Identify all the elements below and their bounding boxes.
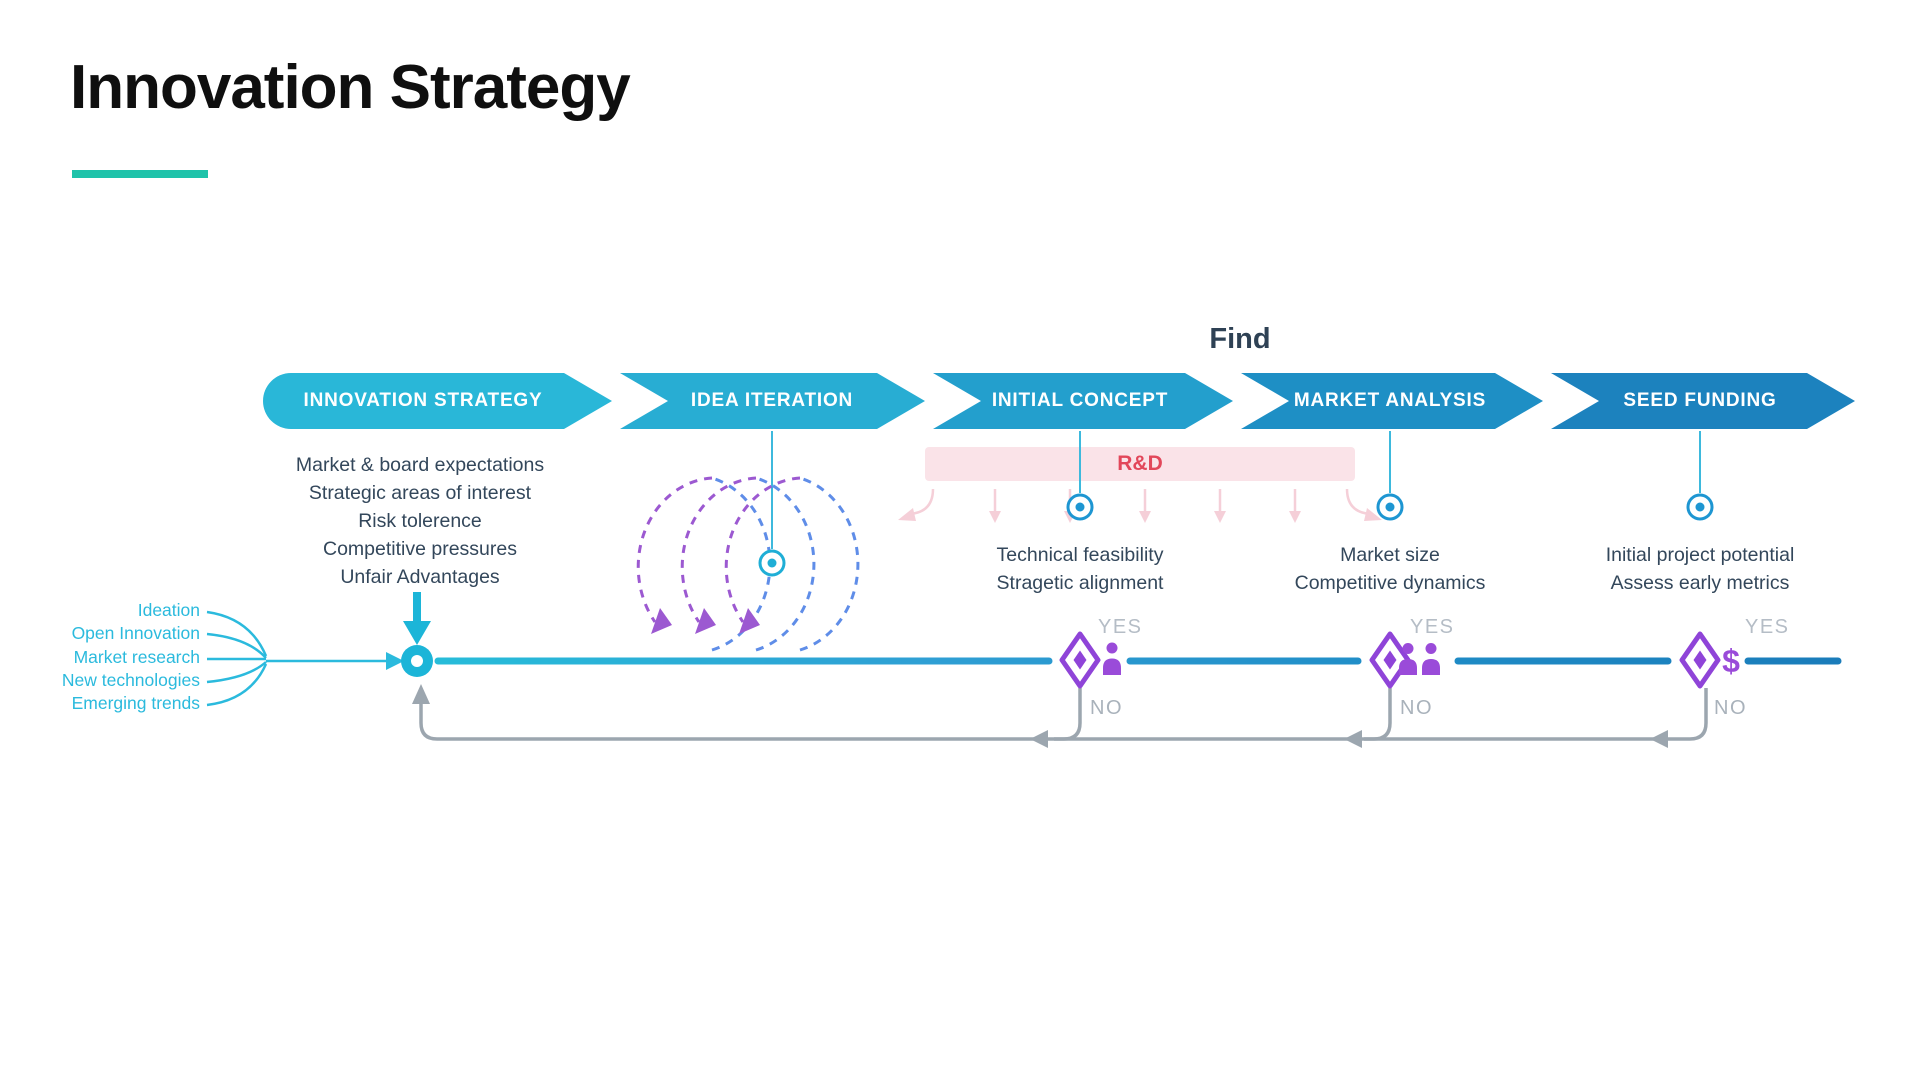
dollar-icon: $ [1722, 643, 1740, 679]
note-line: Competitive dynamics [1294, 572, 1486, 594]
stage-label-innovation-strategy: INNOVATION STRATEGY [303, 390, 543, 411]
rnd-label: R&D [1117, 452, 1163, 475]
stage-label-initial-concept: INITIAL CONCEPT [991, 390, 1169, 411]
note-line: Stragetic alignment [996, 572, 1164, 594]
stage-chevron-market-analysis [1241, 373, 1543, 429]
stage-chevron-initial-concept [933, 373, 1233, 429]
no-label-3: NO [1714, 697, 1747, 719]
consideration-line: Competitive pressures [323, 538, 517, 560]
input-label-new-technologies: New technologies [61, 670, 200, 690]
consideration-line: Unfair Advantages [340, 566, 500, 588]
stage-chevron-seed-funding [1551, 373, 1855, 429]
rnd-strip [925, 447, 1355, 481]
title-underline [72, 170, 208, 178]
stage-chevron-innovation-strategy [263, 373, 612, 429]
note-line: Market size [1340, 544, 1440, 566]
people-icon [1399, 643, 1440, 675]
iteration-loop-arrowheads [651, 608, 760, 634]
stage-label-idea-iteration: IDEA ITERATION [690, 390, 854, 411]
note-line: Technical feasibility [996, 544, 1164, 566]
considerations-down-arrow [403, 592, 431, 645]
note-line: Assess early metrics [1610, 572, 1790, 594]
consideration-line: Risk tolerence [358, 510, 482, 532]
start-node-icon [401, 645, 433, 677]
stage-chevron-idea-iteration [620, 373, 925, 429]
input-label-ideation: Ideation [137, 600, 200, 620]
no-label-2: NO [1400, 697, 1433, 719]
stage-label-market-analysis: MARKET ANALYSIS [1293, 390, 1487, 411]
input-label-market-research: Market research [73, 647, 200, 667]
person-icon [1103, 642, 1121, 675]
input-fan-lines [206, 610, 388, 707]
considerations-list: Market & board expectations Strategic ar… [215, 451, 625, 591]
no-label-1: NO [1090, 697, 1123, 719]
no-return-arrowheads [412, 684, 1668, 748]
input-label-emerging-trends: Emerging trends [71, 693, 200, 713]
page-title: Innovation Strategy [70, 53, 631, 122]
note-line: Initial project potential [1605, 544, 1795, 566]
note-initial-concept: Technical feasibility Stragetic alignmen… [925, 541, 1235, 597]
rnd-flow-arrowheads [898, 508, 1382, 523]
rnd-flow-arrows [909, 488, 1371, 516]
no-return-path [419, 688, 1708, 741]
input-label-open-innovation: Open Innovation [71, 623, 200, 643]
note-seed-funding: Initial project potential Assess early m… [1545, 541, 1855, 597]
note-market-analysis: Market size Competitive dynamics [1235, 541, 1545, 597]
yes-label-1: YES [1098, 616, 1143, 638]
stage-connector-lines [771, 431, 1701, 549]
consideration-line: Market & board expectations [295, 454, 545, 476]
yes-label-2: YES [1410, 616, 1455, 638]
find-label: Find [1209, 323, 1271, 355]
stage-label-seed-funding: SEED FUNDING [1623, 390, 1777, 411]
input-fan-arrowhead [386, 652, 404, 670]
yes-label-3: YES [1745, 616, 1790, 638]
consideration-line: Strategic areas of interest [308, 482, 532, 504]
bullseye-node-icons [758, 493, 1714, 577]
